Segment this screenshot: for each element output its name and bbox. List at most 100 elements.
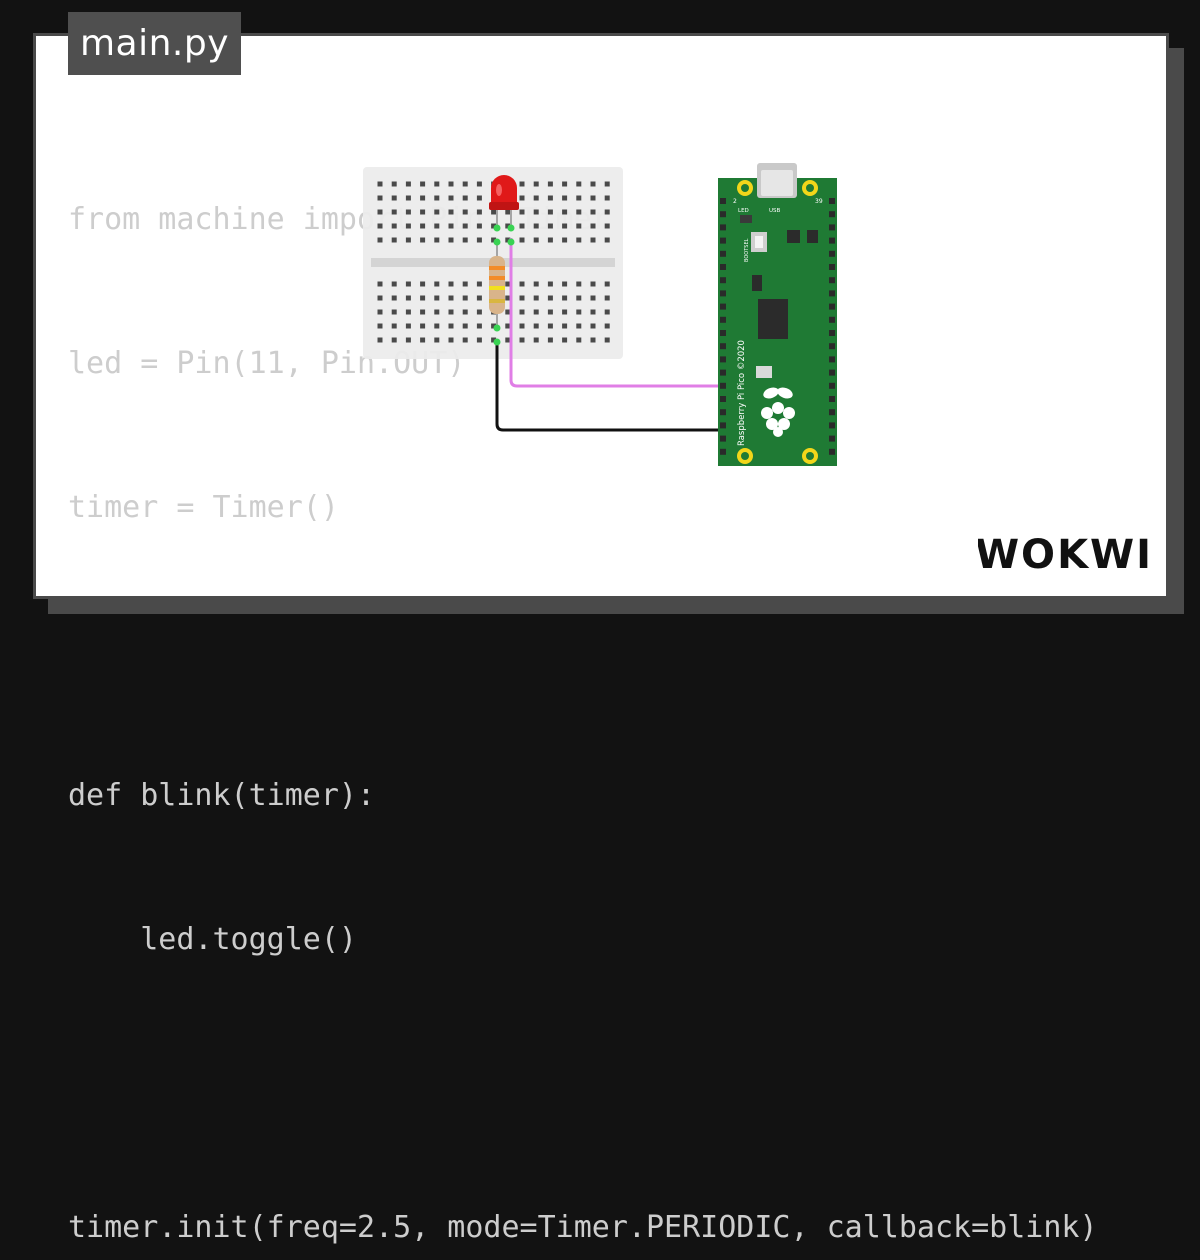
- pico-pin: [720, 330, 726, 336]
- breadboard-hole: [462, 181, 468, 187]
- pico-pin: [829, 343, 835, 350]
- breadboard-hole: [519, 281, 525, 287]
- breadboard-hole: [604, 237, 610, 243]
- breadboard-hole: [576, 195, 582, 201]
- breadboard-hole: [562, 323, 568, 329]
- breadboard-hole: [533, 337, 539, 343]
- breadboard-hole: [377, 223, 383, 229]
- breadboard-hole: [420, 209, 426, 215]
- code-line: led.toggle(): [68, 922, 357, 957]
- breadboard-hole: [562, 181, 568, 187]
- code-line: [68, 628, 1132, 676]
- breadboard-hole: [533, 181, 539, 187]
- pico-pin: [829, 250, 835, 257]
- breadboard-hole: [391, 181, 397, 187]
- pico-pin: [829, 211, 835, 218]
- code-line: timer = Timer(): [68, 490, 339, 525]
- breadboard-hole: [562, 281, 568, 287]
- breadboard-hole: [391, 209, 397, 215]
- pico-pin: [829, 369, 835, 376]
- red-led[interactable]: [489, 175, 519, 230]
- pico-pin: [720, 211, 726, 218]
- breadboard-hole: [448, 295, 454, 301]
- breadboard-hole: [505, 223, 511, 229]
- breadboard-hole: [448, 223, 454, 229]
- breadboard-hole: [604, 295, 610, 301]
- pico-pin: [720, 224, 726, 231]
- breadboard-hole: [533, 195, 539, 201]
- breadboard-hole: [533, 209, 539, 215]
- breadboard-hole: [476, 223, 482, 229]
- breadboard-hole: [405, 195, 411, 201]
- breadboard-hole: [420, 195, 426, 201]
- breadboard-hole: [391, 223, 397, 229]
- wokwi-logo: WOKWI: [978, 532, 1150, 578]
- breadboard-hole: [491, 237, 497, 243]
- breadboard-hole: [533, 323, 539, 329]
- breadboard-hole: [533, 223, 539, 229]
- breadboard-hole: [590, 223, 596, 229]
- breadboard-hole: [590, 323, 596, 329]
- breadboard-hole: [405, 295, 411, 301]
- ground-wire[interactable]: [495, 342, 728, 432]
- breadboard-hole: [476, 181, 482, 187]
- breadboard-hole: [547, 237, 553, 243]
- breadboard-hole: [391, 295, 397, 301]
- breadboard-hole: [377, 209, 383, 215]
- breadboard-hole: [420, 181, 426, 187]
- onboard-led: [740, 215, 752, 223]
- breadboard-hole: [604, 223, 610, 229]
- bootsel-label: BOOTSEL: [744, 238, 750, 262]
- breadboard-hole: [533, 281, 539, 287]
- resistor[interactable]: [489, 245, 505, 325]
- breadboard-hole: [547, 281, 553, 287]
- pico-pin: [720, 356, 726, 363]
- breadboard-hole: [590, 337, 596, 343]
- breadboard-hole: [391, 281, 397, 287]
- breadboard-hole: [405, 223, 411, 229]
- pico-pin: [829, 330, 835, 336]
- raspberry-logo-icon: [761, 387, 795, 437]
- breadboard-hole: [576, 295, 582, 301]
- breadboard-hole: [476, 309, 482, 315]
- breadboard-hole: [562, 337, 568, 343]
- breadboard-hole: [377, 295, 383, 301]
- breadboard-hole: [462, 323, 468, 329]
- file-tab-main-py[interactable]: main.py: [68, 12, 241, 75]
- led-label: LED: [738, 208, 749, 214]
- breadboard-hole: [434, 281, 440, 287]
- breadboard-hole: [547, 337, 553, 343]
- breadboard-hole: [391, 195, 397, 201]
- breadboard-hole: [391, 309, 397, 315]
- breadboard-hole: [505, 281, 511, 287]
- pico-pin: [720, 448, 726, 455]
- breadboard-hole: [562, 309, 568, 315]
- signal-wire[interactable]: [509, 238, 728, 388]
- breadboard-hole: [448, 337, 454, 343]
- breadboard-hole: [434, 337, 440, 343]
- breadboard-hole: [434, 309, 440, 315]
- pin-label-2: 2: [733, 198, 737, 205]
- breadboard-hole: [576, 309, 582, 315]
- breadboard-hole: [562, 209, 568, 215]
- raspberry-pi-pico-board[interactable]: 2 39 LED USB BOOTSEL Raspberry Pi Pico ©…: [718, 163, 837, 466]
- breadboard-hole: [448, 209, 454, 215]
- breadboard-hole: [547, 295, 553, 301]
- breadboard-hole: [576, 223, 582, 229]
- pico-pin: [829, 435, 835, 442]
- breadboard-hole: [576, 337, 582, 343]
- breadboard-hole: [434, 295, 440, 301]
- pico-pin: [720, 369, 726, 376]
- breadboard-hole: [604, 195, 610, 201]
- breadboard-hole: [434, 209, 440, 215]
- pico-pin: [720, 343, 726, 350]
- breadboard-hole: [604, 181, 610, 187]
- breadboard-hole: [562, 195, 568, 201]
- pico-pin: [829, 316, 835, 323]
- breadboard-hole: [547, 209, 553, 215]
- wokwi-logo-text: WOKWI: [978, 532, 1150, 578]
- breadboard-hole: [434, 181, 440, 187]
- breadboard-hole: [434, 323, 440, 329]
- pico-pin: [720, 316, 726, 323]
- breadboard-hole: [519, 323, 525, 329]
